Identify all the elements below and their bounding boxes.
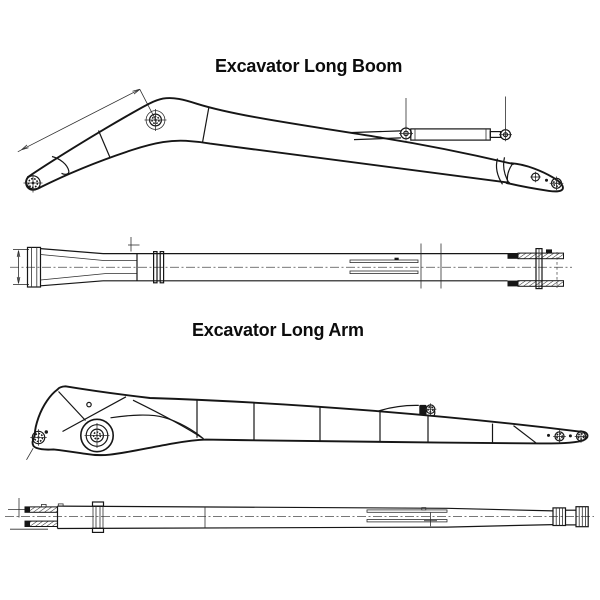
arm-top-view bbox=[5, 498, 594, 533]
arm-side-view bbox=[26, 385, 589, 461]
boom-top-view bbox=[10, 237, 572, 290]
boom-side-view bbox=[17, 88, 564, 193]
arm-title: Excavator Long Arm bbox=[192, 320, 364, 340]
boom-title: Excavator Long Boom bbox=[215, 56, 403, 76]
